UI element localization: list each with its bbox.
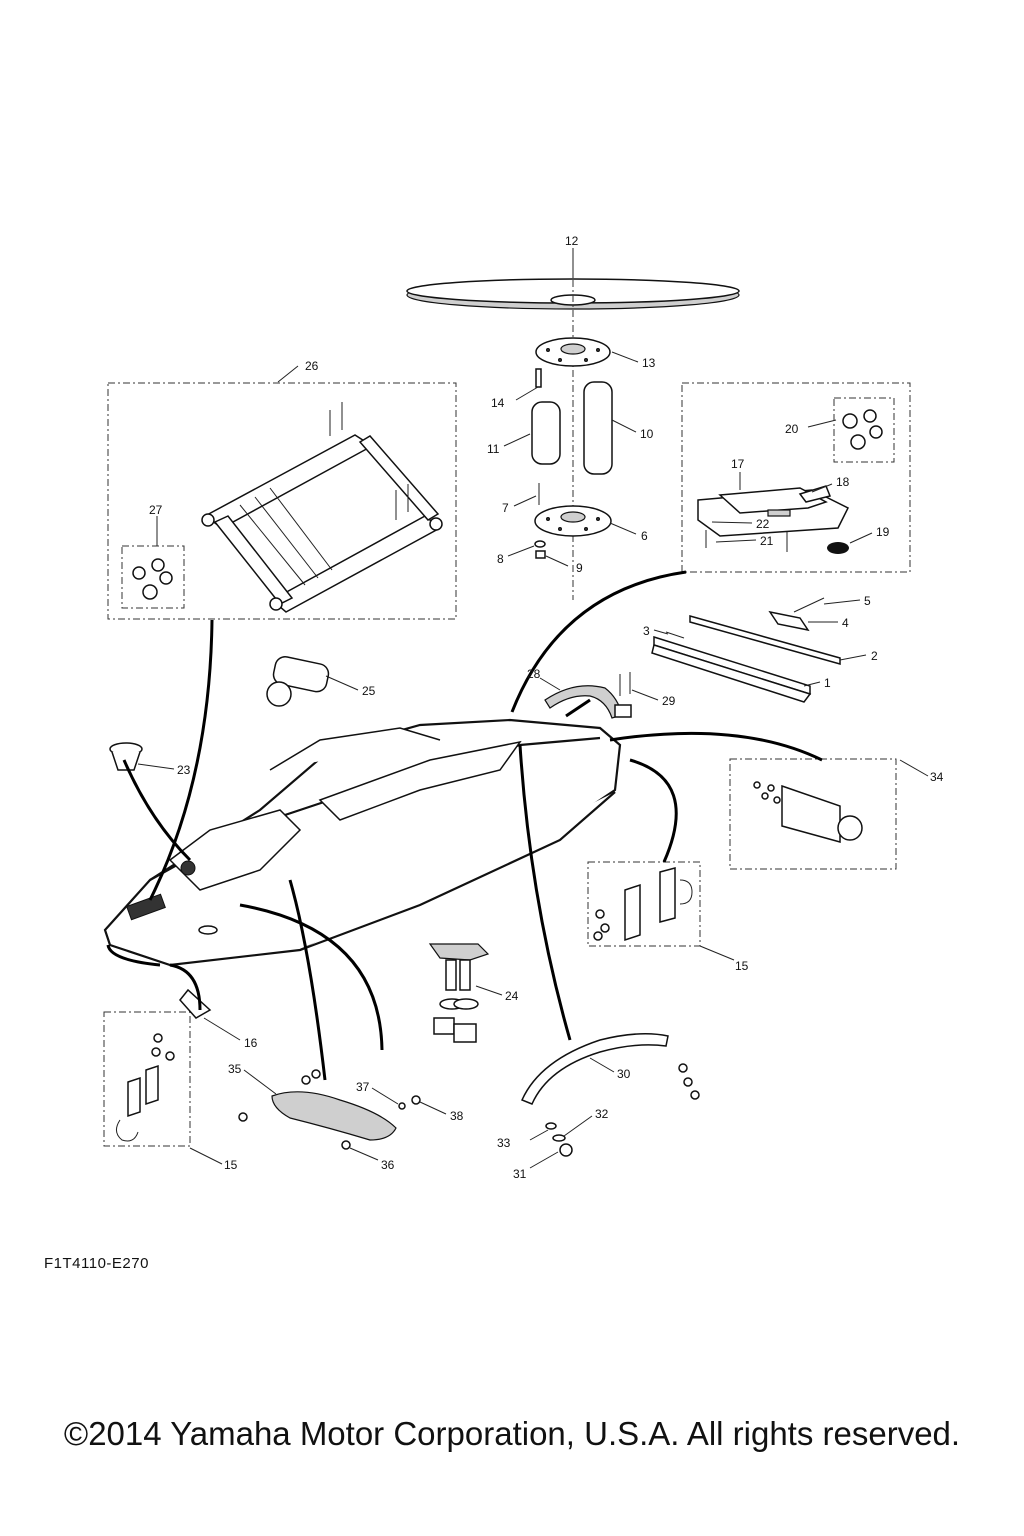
callout-38: 38 — [450, 1109, 464, 1123]
callout-8: 8 — [497, 552, 504, 566]
callout-18: 18 — [836, 475, 850, 489]
callout-15-left: 15 — [224, 1158, 238, 1172]
callout-36: 36 — [381, 1158, 395, 1172]
copyright-notice: ©2014 Yamaha Motor Corporation, U.S.A. A… — [63, 1415, 961, 1452]
callout-27: 27 — [149, 503, 163, 517]
table-post-10 — [583, 381, 613, 475]
nut-31 — [559, 1143, 573, 1157]
callout-23: 23 — [177, 763, 191, 777]
strap-28 — [544, 685, 632, 719]
rail-1 — [651, 635, 812, 703]
plate-4 — [768, 610, 810, 632]
callout-37: 37 — [356, 1080, 370, 1094]
callout-1: 1 — [824, 676, 831, 690]
callout-32: 32 — [595, 1107, 609, 1121]
callout-2: 2 — [871, 649, 878, 663]
callout-21: 21 — [760, 534, 774, 548]
bumpers-20 — [842, 409, 883, 450]
group-box-ladder — [107, 382, 457, 620]
callout-31: 31 — [513, 1167, 527, 1181]
mirror-25 — [266, 656, 330, 707]
screw-3 — [665, 631, 685, 639]
ladder-bumpers-27 — [132, 558, 173, 600]
drawing-code: F1T4110-E270 — [44, 1255, 149, 1272]
callout-12: 12 — [565, 234, 579, 248]
callout-35: 35 — [228, 1062, 242, 1076]
screw-5 — [793, 597, 825, 613]
callout-16: 16 — [244, 1036, 258, 1050]
washer-8 — [534, 540, 546, 548]
callout-3: 3 — [643, 624, 650, 638]
callout-25: 25 — [362, 684, 376, 698]
boarding-ladder-26 — [201, 402, 443, 613]
callout-17: 17 — [731, 457, 745, 471]
group-box-rear-fitting — [729, 758, 897, 870]
callout-11: 11 — [487, 442, 500, 456]
group-box-tow-eye-left — [103, 1011, 191, 1147]
callout-6: 6 — [641, 529, 648, 543]
bracket-16 — [179, 988, 212, 1019]
screw-14 — [535, 368, 542, 388]
install-arrows — [106, 570, 823, 1081]
callout-29: 29 — [662, 694, 676, 708]
callout-34: 34 — [930, 770, 944, 784]
callout-7: 7 — [502, 501, 509, 515]
bolts-29 — [619, 672, 631, 696]
callout-22: 22 — [756, 517, 770, 531]
nut-9 — [535, 550, 546, 559]
washer-37 — [398, 1102, 406, 1110]
screw-21 — [705, 530, 788, 552]
group-box-seat-bumpers — [833, 397, 895, 463]
washer-33 — [545, 1122, 557, 1130]
callout-28: 28 — [527, 667, 541, 681]
callout-5: 5 — [864, 594, 871, 608]
callout-15-right: 15 — [735, 959, 749, 973]
callout-33: 33 — [497, 1136, 511, 1150]
callout-10: 10 — [640, 427, 654, 441]
tow-eye-right-15 — [593, 867, 693, 942]
group-box-ladder-bumpers — [121, 545, 185, 609]
leader-lines — [137, 248, 929, 1169]
table-post-11 — [531, 401, 561, 465]
latch-18 — [798, 485, 832, 503]
callout-24: 24 — [505, 989, 519, 1003]
callout-4: 4 — [842, 616, 849, 630]
rail-2 — [689, 615, 841, 665]
callout-19: 19 — [876, 525, 890, 539]
callout-20: 20 — [785, 422, 799, 436]
group-box-seat-base — [681, 382, 911, 573]
callout-26: 26 — [305, 359, 319, 373]
rear-fitting-34 — [753, 781, 863, 843]
callout-30: 30 — [617, 1067, 631, 1081]
callout-13: 13 — [642, 356, 656, 370]
pedestal-top-plate-13 — [535, 337, 611, 367]
pad-19 — [827, 542, 849, 554]
group-box-tow-eye-right — [587, 861, 701, 947]
pedestal-base-plate-6 — [534, 505, 612, 537]
callout-9: 9 — [576, 561, 583, 575]
washer-32 — [552, 1134, 566, 1142]
nut-38 — [411, 1095, 421, 1105]
callout-labels: 12 13 14 10 11 7 6 8 9 26 27 17 18 20 19… — [149, 234, 944, 1181]
callout-14: 14 — [491, 396, 505, 410]
boat-hull — [103, 718, 622, 967]
cleat-24 — [428, 943, 490, 1043]
tow-eye-left-15 — [116, 1033, 175, 1142]
step-35 — [238, 1069, 397, 1141]
grab-rail-30 — [520, 1033, 700, 1105]
bolt-36 — [341, 1140, 351, 1150]
